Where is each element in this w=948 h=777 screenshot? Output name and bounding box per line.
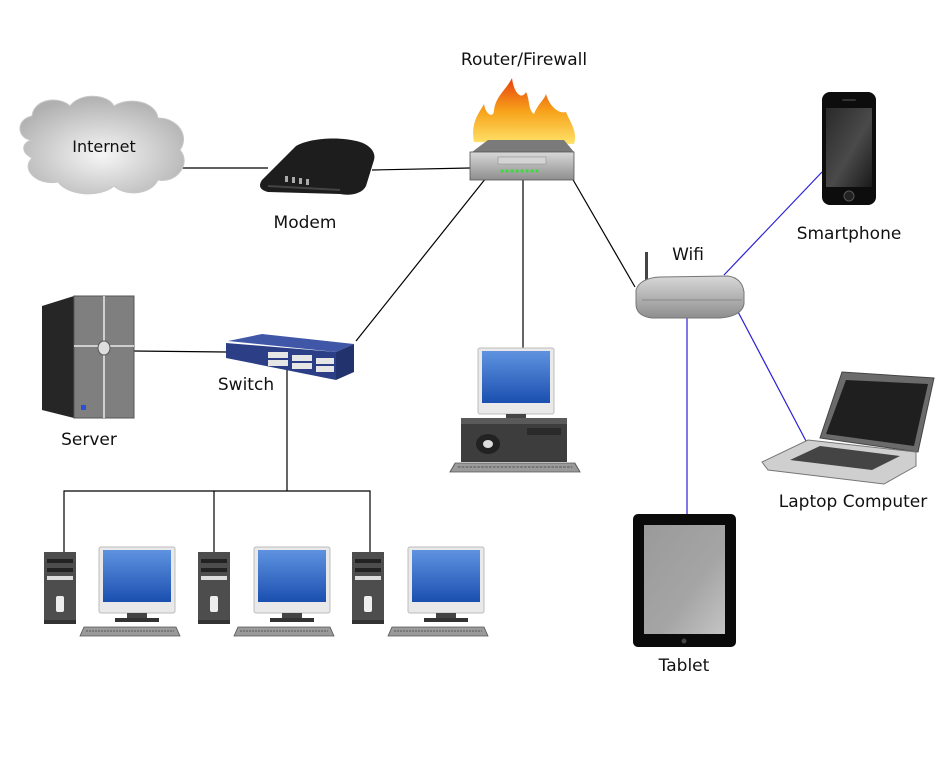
edge-server-switch — [132, 350, 227, 353]
router-firewall-label: Router/Firewall — [460, 50, 588, 70]
switch-label: Switch — [217, 375, 275, 395]
modem-label: Modem — [273, 213, 337, 233]
internet-cloud-icon — [19, 95, 185, 195]
workstation-1-icon — [44, 546, 181, 637]
wifi-label: Wifi — [672, 245, 704, 265]
wired-connections — [63, 167, 636, 552]
tablet-icon — [633, 514, 736, 647]
router-firewall-icon — [469, 78, 576, 181]
desktop-computer-icon — [449, 347, 581, 473]
workstation-2-icon — [198, 546, 335, 637]
switch-icon — [226, 334, 354, 380]
laptop-computer-label: Laptop Computer — [778, 492, 928, 512]
wireless-connections — [686, 171, 823, 514]
workstation-3-icon — [352, 546, 489, 637]
modem-icon — [260, 138, 375, 195]
tablet-label: Tablet — [658, 656, 710, 676]
server-label: Server — [61, 430, 117, 450]
server-icon — [42, 295, 135, 419]
smartphone-label: Smartphone — [796, 224, 902, 244]
edge-router-switch — [355, 177, 487, 342]
edge-modem-router — [371, 167, 471, 171]
edge-workstation-bus — [63, 490, 371, 552]
edge-router-wifi — [571, 177, 636, 288]
laptop-computer-icon — [761, 371, 935, 485]
edge-wifi-laptop — [735, 307, 807, 442]
internet-label: Internet — [72, 137, 136, 156]
smartphone-icon — [822, 92, 876, 205]
wifi-router-icon — [635, 252, 745, 319]
edge-wifi-smartphone — [723, 171, 823, 276]
